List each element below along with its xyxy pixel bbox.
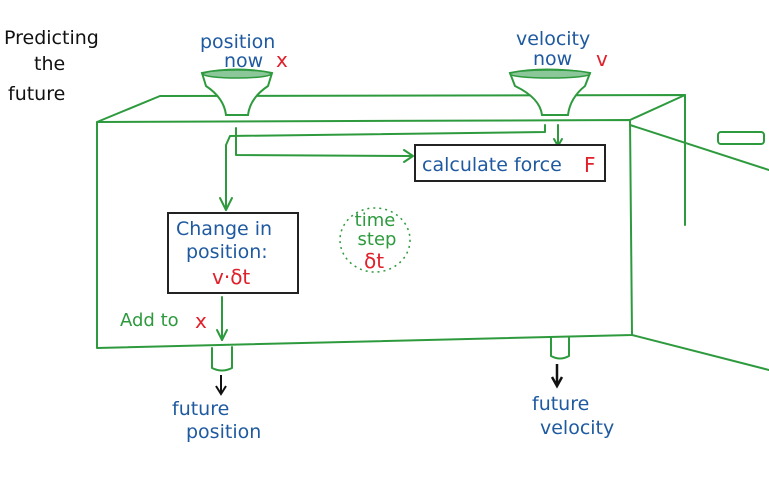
door-handle (717, 131, 765, 145)
title-line2: the (34, 53, 65, 75)
velocity-symbol: v (596, 47, 608, 71)
add-to-label: Add to (120, 310, 179, 331)
time-step-line2: step (358, 229, 397, 250)
future-velocity-arrow (550, 364, 564, 389)
change-in-position-box (167, 212, 299, 294)
time-step-circle (339, 207, 411, 273)
velocity-now-line1: velocity (516, 28, 590, 50)
future-velocity-line1: future (532, 393, 589, 415)
time-step-symbol: δt (364, 249, 384, 273)
machine-box (96, 94, 769, 371)
calculate-force-label: calculate force (422, 154, 562, 176)
position-spout (211, 346, 233, 372)
title-line1: Predicting (4, 27, 99, 49)
position-now-line2: now (224, 50, 263, 72)
future-position-arrow (215, 375, 227, 396)
change-in-position-line1: Change in (176, 218, 272, 240)
time-step-line1: time (355, 210, 396, 231)
flow-arrows (216, 124, 563, 341)
velocity-funnel (508, 68, 592, 116)
future-position-line1: future (172, 398, 229, 420)
add-to-symbol: x (195, 309, 207, 333)
future-position-line2: position (186, 421, 261, 443)
position-funnel (200, 68, 274, 116)
position-symbol: x (276, 48, 288, 72)
calculate-force-box (414, 144, 606, 182)
velocity-now-line2: now (533, 48, 572, 70)
future-velocity-line2: velocity (540, 417, 614, 439)
velocity-spout (550, 336, 570, 360)
title-line3: future (8, 83, 65, 105)
change-in-position-formula: v·δt (212, 265, 250, 289)
position-now-line1: position (200, 31, 275, 53)
change-in-position-line2: position: (186, 241, 268, 263)
force-symbol: F (584, 153, 596, 177)
